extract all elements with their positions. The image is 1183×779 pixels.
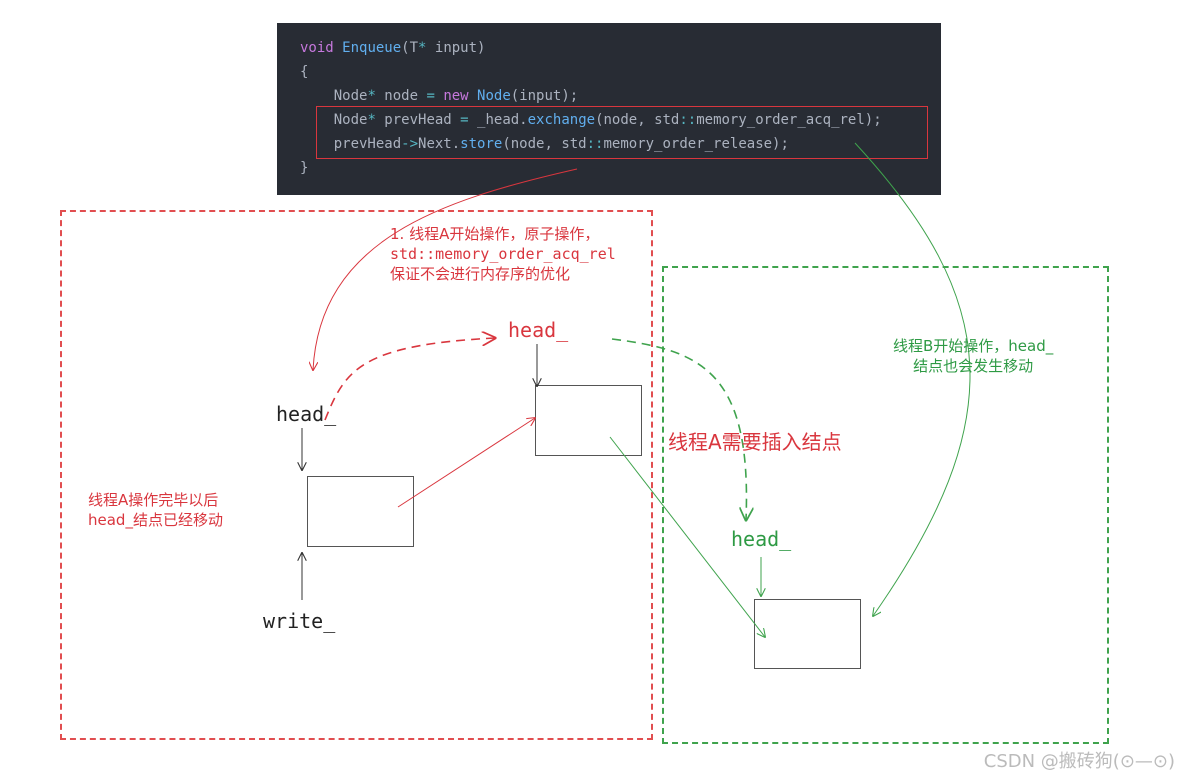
code-token: (input);	[510, 88, 579, 104]
watermark: CSDN @搬砖狗(⊙—⊙)	[983, 751, 1175, 772]
note-threadA-start: 1. 线程A开始操作，原子操作， std::memory_order_acq_r…	[390, 224, 652, 284]
code-token: input)	[426, 40, 486, 56]
code-token: Node	[300, 112, 368, 128]
thread-a-done-line1: 线程A操作完毕以后	[88, 491, 219, 509]
code-token: ->	[401, 136, 419, 152]
code-token: void	[300, 40, 343, 56]
code-token: ::	[679, 112, 697, 128]
code-token: memory_order_acq_rel);	[696, 112, 882, 128]
write-label: write_	[263, 609, 336, 633]
code-line: prevHead->Next.store(node, std::memory_o…	[300, 134, 789, 154]
code-token: *	[367, 112, 376, 128]
arrow-code-to-head	[313, 168, 578, 370]
code-token: (T	[401, 40, 419, 56]
highlight-box	[316, 106, 928, 159]
note-threadA-line2: std::memory_order_acq_rel	[390, 245, 616, 263]
code-token: *	[367, 88, 376, 104]
arrow-head-moves	[324, 338, 495, 421]
node-box-b	[754, 599, 861, 669]
code-token: prevHead	[300, 136, 402, 152]
code-token: prevHead	[375, 112, 461, 128]
code-token: =	[460, 112, 469, 128]
code-token: }	[300, 160, 309, 176]
thread-a-region	[60, 210, 653, 740]
thread-b-line1: 线程B开始操作，head_	[893, 337, 1054, 355]
code-token: (node, std	[502, 136, 587, 152]
code-line: Node* node = new Node(input);	[300, 86, 579, 106]
head-label-left: head_	[276, 402, 337, 426]
code-token: Enqueue	[342, 40, 402, 56]
code-token: exchange	[527, 112, 596, 128]
code-token: Node	[300, 88, 368, 104]
thread-a-done-note: 线程A操作完毕以后 head_结点已经移动	[88, 490, 223, 530]
code-token: =	[426, 88, 435, 104]
code-token: node	[375, 88, 427, 104]
code-line: {	[300, 62, 308, 82]
node-box-old	[307, 476, 414, 547]
note-threadA-line3: 保证不会进行内存序的优化	[390, 265, 571, 283]
arrow-a-to-b	[609, 436, 765, 637]
thread-b-line2: 结点也会发生移动	[913, 357, 1034, 375]
head-label-green: head_	[731, 527, 792, 551]
thread-a-insert-label: 线程A需要插入结点	[668, 430, 842, 454]
code-token: {	[300, 64, 309, 80]
code-block: void Enqueue(T* input){ Node* node = new…	[277, 23, 941, 195]
code-token: Next.	[418, 136, 461, 152]
code-token: store	[460, 136, 503, 152]
code-token: *	[418, 40, 427, 56]
thread-a-done-line2: head_结点已经移动	[88, 511, 223, 529]
code-line: Node* prevHead = _head.exchange(node, st…	[300, 110, 882, 130]
arrow-head-to-green	[611, 338, 746, 520]
thread-b-note: 线程B开始操作，head_ 结点也会发生移动	[893, 336, 1053, 376]
code-token: _head.	[468, 112, 528, 128]
code-token: (node, std	[595, 112, 680, 128]
code-token: memory_order_release);	[603, 136, 789, 152]
code-token: Node	[477, 88, 511, 104]
note-threadA-line1: 1. 线程A开始操作，原子操作，	[390, 225, 600, 243]
head-label-top: head_	[508, 318, 569, 342]
arrow-code-to-b	[854, 142, 971, 616]
arrow-node-to-a	[397, 418, 535, 508]
code-line: }	[300, 158, 308, 178]
code-line: void Enqueue(T* input)	[300, 38, 485, 58]
code-token: ::	[586, 136, 604, 152]
code-token: new	[443, 88, 478, 104]
